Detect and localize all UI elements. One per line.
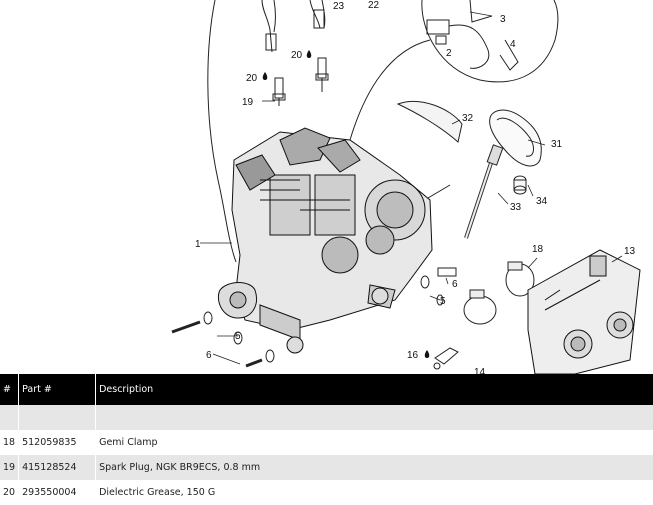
throttle-body — [527, 249, 641, 374]
row-num: 18 — [0, 430, 20, 455]
table-spacer — [0, 405, 653, 430]
plug-boot — [313, 9, 325, 29]
row-description: Spark Plug, NGK BR9ECS, 0.8 mm — [99, 462, 261, 473]
exploded-engine-diagram: 23 22 3 2 4 20 20 19 32 31 33 34 1 18 13… — [171, 0, 641, 374]
callout-4: 4 — [510, 39, 516, 50]
row-num: 20 — [0, 480, 20, 505]
grease-drop-icon — [306, 50, 312, 58]
callout-16: 16 — [407, 350, 419, 361]
header-num: # — [0, 374, 20, 405]
callout-19: 19 — [242, 97, 254, 108]
callout-5: 5 — [235, 331, 241, 342]
table-row[interactable]: 19 415128524 Spark Plug, NGK BR9ECS, 0.8… — [0, 455, 653, 480]
callout-23: 23 — [333, 1, 345, 12]
harness-loop — [207, 0, 237, 263]
callout-20: 20 — [246, 73, 258, 84]
callout-2: 2 — [446, 48, 452, 59]
callout-32: 32 — [462, 113, 474, 124]
row-part: 293550004 — [18, 480, 97, 505]
table-header-row: # Part # Description — [0, 374, 653, 405]
callout-14: 14 — [474, 367, 486, 374]
gemi-clamp — [463, 295, 497, 325]
row-part: 415128524 — [18, 455, 97, 480]
washer — [203, 311, 213, 325]
dipstick — [464, 144, 504, 239]
sleeve — [513, 175, 527, 195]
diagram-svg: 23 22 3 2 4 20 20 19 32 31 33 34 1 18 13… — [171, 0, 641, 374]
bolt — [171, 320, 201, 334]
callout-34: 34 — [536, 196, 548, 207]
callout-31: 31 — [551, 139, 563, 150]
oil-strainer — [489, 109, 542, 167]
header-description: Description — [99, 384, 154, 395]
grease-drop-icon — [424, 350, 430, 358]
plug-boot — [265, 33, 277, 51]
spark-plug — [272, 77, 286, 106]
pointer-arrow — [427, 184, 451, 199]
parts-table: # Part # Description 18 512059835 Gemi C… — [0, 374, 653, 505]
table-row[interactable]: 20 293550004 Dielectric Grease, 150 G — [0, 480, 653, 505]
leader-lines — [200, 11, 623, 365]
callout-22: 22 — [368, 0, 380, 11]
bolt — [437, 267, 457, 277]
callout-33: 33 — [510, 202, 522, 213]
callout-20: 20 — [291, 50, 303, 61]
row-part: 512059835 — [18, 430, 97, 455]
engine-block — [217, 127, 433, 354]
spark-plug-wire — [261, 0, 273, 53]
detail-connector — [426, 0, 519, 71]
bolt — [245, 358, 263, 368]
table-row[interactable]: 18 512059835 Gemi Clamp — [0, 430, 653, 455]
callout-13: 13 — [624, 246, 636, 257]
callout-6: 6 — [452, 279, 458, 290]
washer — [265, 349, 275, 363]
callout-6: 6 — [206, 350, 212, 361]
shield — [396, 100, 463, 143]
row-description: Dielectric Grease, 150 G — [99, 487, 216, 498]
detail-leader — [349, 39, 431, 141]
row-num: 19 — [0, 455, 20, 480]
sensor — [434, 347, 459, 365]
washer — [233, 331, 243, 345]
callout-1: 1 — [195, 239, 201, 250]
header-part: Part # — [18, 374, 97, 405]
spark-plug-wire — [309, 0, 321, 29]
callout-5: 5 — [440, 296, 446, 307]
row-description: Gemi Clamp — [99, 437, 158, 448]
callout-3: 3 — [500, 14, 506, 25]
washer — [436, 294, 444, 306]
spark-plug — [315, 57, 329, 92]
grease-drop-icon — [262, 72, 268, 80]
callout-18: 18 — [532, 244, 544, 255]
washer — [420, 275, 430, 289]
detail-circle — [421, 0, 559, 83]
